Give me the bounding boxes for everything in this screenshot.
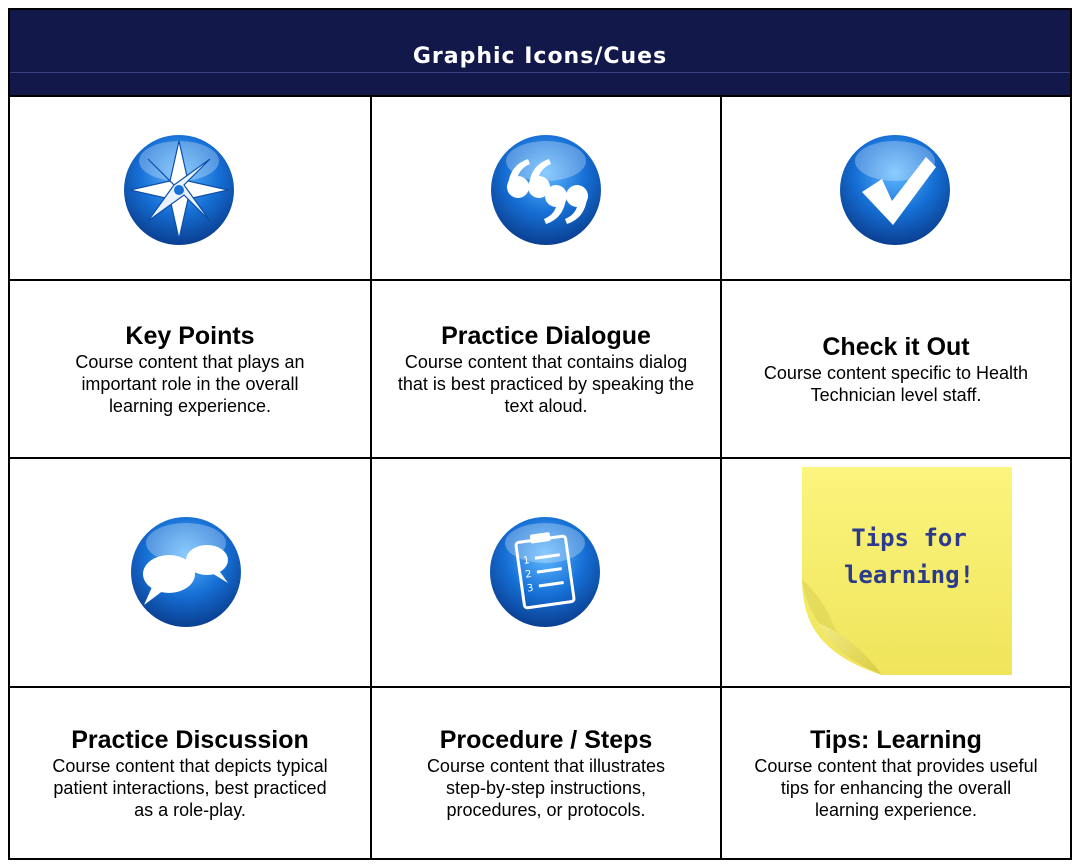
table-cell	[372, 97, 720, 279]
table-cell: Key Points Course content that plays an …	[10, 281, 370, 457]
note-line: learning!	[844, 561, 974, 589]
compass-rose-icon	[124, 135, 234, 245]
table-cell: Tips for learning!	[722, 459, 1070, 686]
cell-title: Check it Out	[822, 333, 970, 361]
grid-line	[370, 96, 372, 860]
grid-line	[8, 858, 1072, 860]
checkmark-icon	[840, 135, 950, 245]
table-cell	[722, 97, 1070, 279]
cell-title: Practice Discussion	[71, 726, 309, 754]
note-line: Tips for	[851, 524, 967, 552]
icon-reference-table: Graphic Icons/Cues	[8, 8, 1072, 860]
table-cell: Practice Discussion Course content that …	[10, 688, 370, 858]
cell-description: Course content that contains dialog that…	[397, 352, 695, 416]
quotation-marks-icon	[491, 135, 601, 245]
grid-line	[8, 457, 1072, 459]
svg-text:2: 2	[524, 569, 532, 581]
svg-text:1: 1	[523, 555, 531, 567]
clipboard-checklist-icon: 1 2 3	[490, 517, 600, 627]
grid-line	[8, 686, 1072, 688]
cell-title: Practice Dialogue	[441, 322, 651, 350]
table-cell: Tips: Learning Course content that provi…	[722, 688, 1070, 858]
table-header	[10, 10, 1072, 96]
cell-description: Course content specific to Health Techni…	[763, 363, 1029, 405]
grid-line	[8, 95, 1072, 97]
grid-line	[8, 8, 10, 860]
svg-text:3: 3	[526, 583, 534, 595]
grid-line	[8, 279, 1072, 281]
table-cell: 1 2 3	[372, 459, 720, 686]
table-cell: Practice Dialogue Course content that co…	[372, 281, 720, 457]
cell-description: Course content that provides useful tips…	[754, 756, 1038, 820]
cell-description: Course content that illustrates step-by-…	[426, 756, 666, 820]
table-cell	[10, 459, 370, 686]
table-cell: Procedure / Steps Course content that il…	[372, 688, 720, 858]
cell-title: Tips: Learning	[810, 726, 982, 754]
table-grid	[8, 8, 1072, 860]
cell-title: Procedure / Steps	[439, 726, 653, 754]
table-cell: Check it Out Course content specific to …	[722, 281, 1070, 457]
cell-description: Course content that plays an important r…	[75, 352, 305, 416]
table-title: Graphic Icons/Cues	[412, 44, 668, 69]
sticky-note-icon: Tips for learning!	[802, 467, 1012, 675]
speech-bubbles-icon	[131, 517, 241, 627]
grid-line	[8, 8, 1072, 10]
table-cell	[10, 97, 370, 279]
grid-line	[1070, 8, 1072, 860]
cell-description: Course content that depicts typical pati…	[52, 756, 328, 820]
header-divider	[10, 72, 1072, 73]
grid-line	[720, 96, 722, 860]
cell-title: Key Points	[125, 322, 255, 350]
